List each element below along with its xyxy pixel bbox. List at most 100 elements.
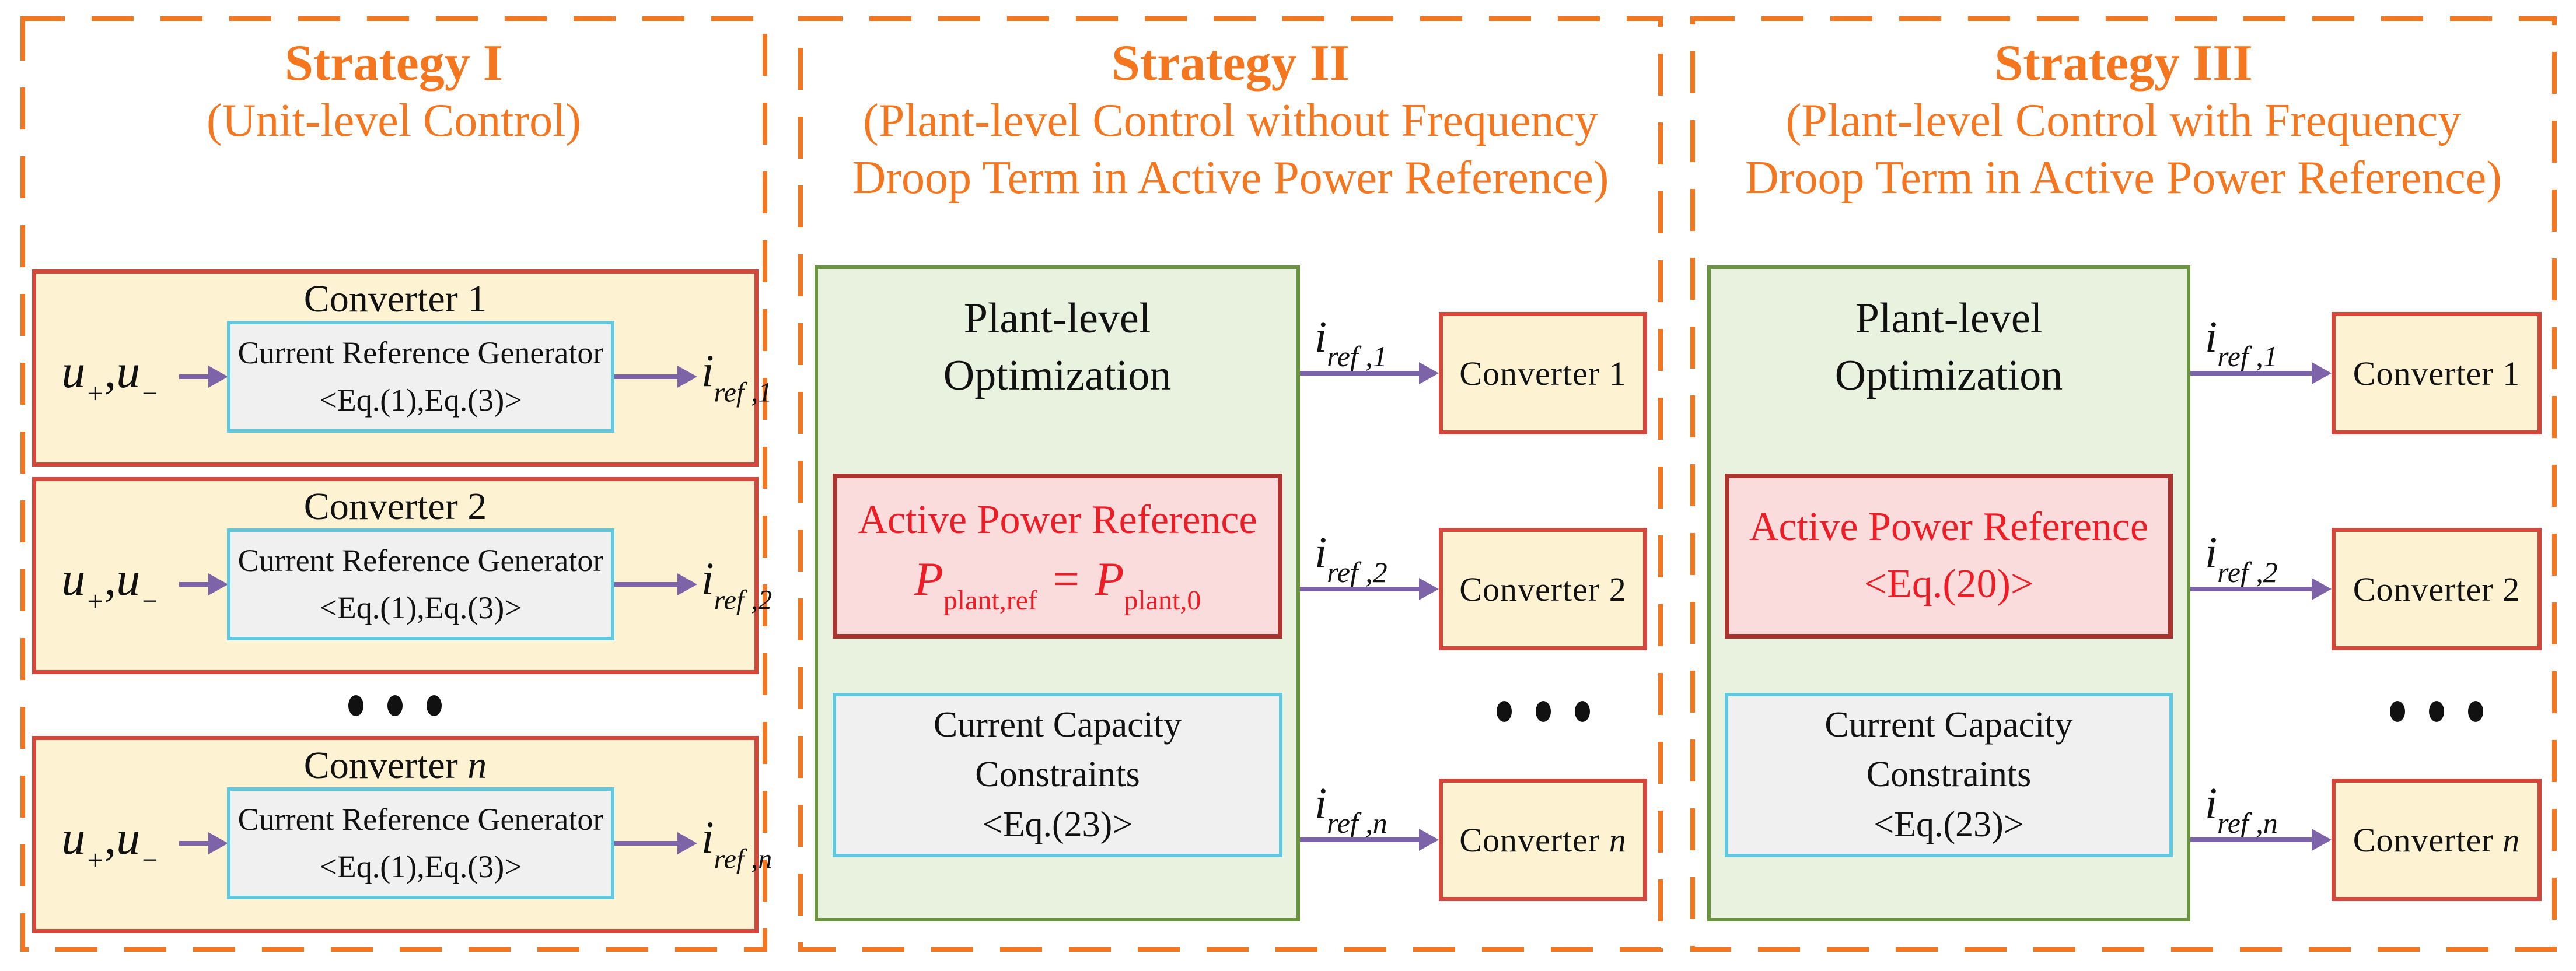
arrow-head-icon — [1419, 578, 1439, 600]
constraints-line1: Current Capacity — [933, 704, 1182, 745]
converter-name: Converter 2 — [2353, 570, 2521, 608]
i-sub: ref ,1 — [2217, 340, 2278, 373]
active-power-reference-box: Active Power Reference Pplant,ref=Pplant… — [833, 474, 1282, 639]
arrow-shaft — [179, 841, 208, 846]
input-arrow — [179, 321, 228, 433]
strategy-subtitle-line2: Droop Term in Active Power Reference) — [852, 152, 1609, 204]
iref2-arrow — [2190, 577, 2332, 601]
arrow-shaft — [2190, 837, 2312, 842]
converter-name: Converter — [1459, 821, 1609, 859]
converter-unit-1: Converter 1 u+,u− Current Reference Gene… — [32, 269, 772, 467]
converter-name: Converter — [303, 744, 468, 787]
equals-sign: = — [1053, 552, 1080, 606]
converter-unit-2: Converter 2 u+,u− Current Reference Gene… — [32, 477, 772, 674]
i-sub: ref ,2 — [2217, 556, 2278, 588]
comma: , — [104, 344, 117, 398]
input-voltage-label: u+,u− — [43, 528, 177, 640]
iref1-arrow — [1300, 362, 1439, 385]
ellipsis-icon — [2390, 700, 2483, 723]
output-arrow — [614, 528, 697, 640]
P-ref-sub: plant,ref — [943, 584, 1037, 616]
generator-label: Current Reference Generator — [237, 335, 604, 370]
P-ref-base: P — [914, 552, 943, 606]
iref1-label: iref ,1 — [1315, 295, 1507, 371]
arrow-head-icon — [2312, 362, 2332, 384]
dot — [1497, 701, 1512, 722]
i-sub: ref ,n — [2217, 807, 2278, 839]
strategy-title: Strategy I — [285, 35, 503, 92]
optimization-label: Plant-level Optimization — [1707, 290, 2190, 404]
u-plus-base: u — [61, 344, 86, 398]
dot — [348, 695, 363, 716]
converter-unit-title: Converter 1 — [36, 277, 754, 321]
arrow-shaft — [614, 582, 677, 587]
strategy-subtitle-line1: (Plant-level Control without Frequency — [863, 95, 1598, 147]
optimization-line2: Optimization — [943, 351, 1172, 399]
converter-unit-title: Converter 2 — [36, 485, 754, 529]
i-sub: ref ,1 — [714, 377, 773, 408]
input-arrow — [179, 528, 228, 640]
input-voltage-label: u+,u− — [43, 787, 177, 899]
u-minus-base: u — [116, 344, 141, 398]
i-sub: ref ,2 — [714, 584, 773, 616]
ellipsis-icon — [348, 694, 442, 717]
u-minus-base: u — [116, 552, 141, 605]
apr-title: Active Power Reference — [1749, 504, 2149, 549]
dot — [2429, 701, 2444, 722]
arrow-shaft — [179, 374, 208, 379]
arrow-head-icon — [1419, 362, 1439, 384]
dot — [1536, 701, 1551, 722]
i-base: i — [1315, 313, 1327, 362]
dot — [2468, 701, 2483, 722]
i-base: i — [1315, 528, 1327, 577]
panel-title-block: Strategy II (Plant-level Control without… — [798, 34, 1663, 206]
u-plus-sub: + — [85, 378, 104, 409]
panel-strategy-3: Strategy III (Plant-level Control with F… — [1690, 16, 2557, 952]
generator-label: Current Reference Generator — [237, 543, 604, 578]
constraints-equation: <Eq.(23)> — [1874, 804, 2024, 844]
i-base: i — [701, 553, 714, 604]
generator-equations: <Eq.(1),Eq.(3)> — [319, 849, 522, 884]
dashed-panel-border — [20, 16, 767, 952]
active-power-reference-box: Active Power Reference <Eq.(20)> — [1725, 474, 2173, 639]
arrow-head-icon — [677, 832, 697, 854]
panel-strategy-2: Strategy II (Plant-level Control without… — [798, 16, 1663, 952]
P-0-sub: plant,0 — [1124, 584, 1201, 616]
iref1-arrow — [2190, 362, 2332, 385]
generator-equations: <Eq.(1),Eq.(3)> — [319, 590, 522, 625]
arrow-shaft — [179, 582, 208, 587]
i-base: i — [701, 812, 714, 863]
converter-1-box: Converter 1 — [2332, 312, 2542, 434]
iref1-label: iref ,1 — [2205, 295, 2397, 371]
current-capacity-constraints-box: Current Capacity Constraints <Eq.(23)> — [1725, 693, 2173, 857]
i-sub: ref ,1 — [1327, 340, 1387, 373]
arrow-head-icon — [677, 366, 697, 388]
converter-name-italic: n — [467, 744, 487, 787]
u-minus-sub: − — [140, 586, 159, 617]
panel-title-block: Strategy III (Plant-level Control with F… — [1690, 34, 2557, 206]
constraints-line2: Constraints — [975, 755, 1140, 795]
converter-name-italic: n — [2502, 821, 2521, 859]
arrow-shaft — [1300, 371, 1419, 376]
current-reference-generator-box: Current Reference Generator <Eq.(1),Eq.(… — [227, 321, 614, 433]
i-sub: ref ,n — [714, 843, 773, 875]
current-capacity-constraints-box: Current Capacity Constraints <Eq.(23)> — [833, 693, 1282, 857]
comma: , — [104, 811, 117, 864]
output-current-label: iref ,n — [701, 787, 865, 899]
generator-equations: <Eq.(1),Eq.(3)> — [319, 383, 522, 418]
arrow-head-icon — [208, 366, 228, 388]
dot — [2390, 701, 2405, 722]
u-minus-sub: − — [140, 378, 159, 409]
iref2-label: iref ,2 — [2205, 511, 2397, 587]
converter-1-box: Converter 1 — [1439, 312, 1647, 434]
u-plus-sub: + — [85, 844, 104, 876]
arrow-head-icon — [2312, 829, 2332, 851]
arrow-head-icon — [208, 832, 228, 854]
u-minus-base: u — [116, 811, 141, 864]
dashed-panel-border — [798, 16, 1663, 952]
iref2-arrow — [1300, 577, 1439, 601]
converter-unit-n: Converter n u+,u− Current Reference Gene… — [32, 736, 772, 933]
arrow-shaft — [1300, 837, 1419, 842]
optimization-line1: Plant-level — [963, 295, 1151, 342]
output-arrow — [614, 321, 697, 433]
